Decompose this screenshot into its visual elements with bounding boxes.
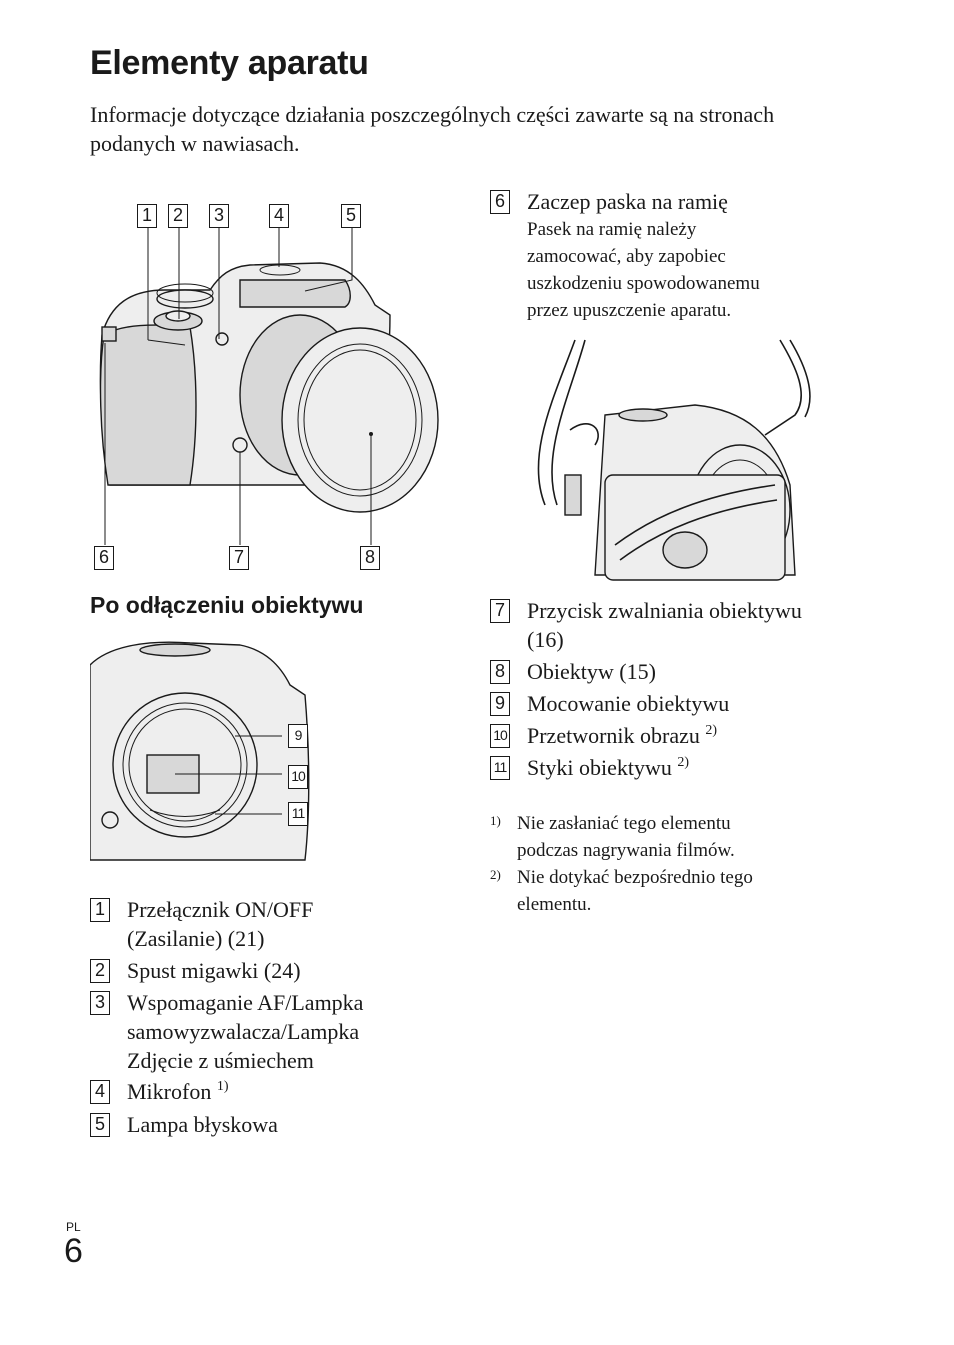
list-item-8: 8 Obiektyw (15) [490, 657, 870, 686]
item-description: uszkodzeniu spowodowanemu [527, 273, 760, 294]
item-description: przez upuszczenie aparatu. [527, 300, 732, 321]
item-text: samowyzwalacza/Lampka [127, 1019, 360, 1044]
item-text: Mocowanie obiektywu [527, 691, 730, 716]
callout-7: 7 [229, 546, 249, 570]
footnote-2: 2) Nie dotykać bezpośrednio tego element… [490, 864, 870, 918]
item-number: 3 [90, 991, 110, 1015]
item-text: Przełącznik ON/OFF [127, 897, 314, 922]
footnote-text: elementu. [517, 894, 592, 915]
item-text: Przycisk zwalniania obiektywu [527, 598, 802, 623]
item-number: 4 [90, 1080, 110, 1104]
camera-front-illustration [99, 228, 439, 545]
list-item-1: 1 Przełącznik ON/OFF (Zasilanie) (21) [90, 895, 450, 953]
footnote-1: 1) Nie zasłaniać tego elementu podczas n… [490, 810, 870, 864]
footnote-text: Nie dotykać bezpośrednio tego [517, 867, 753, 888]
strap-attachment-illustration [537, 339, 811, 581]
item-text: Zaczep paska na ramię [527, 189, 728, 214]
item-number: 1 [90, 898, 110, 922]
item-text: Spust migawki (24) [127, 958, 301, 983]
callout-8: 8 [360, 546, 380, 570]
list-item-10: 10 Przetwornik obrazu 2) [490, 721, 870, 750]
item-description: zamocować, aby zapobiec [527, 246, 726, 267]
footnote-text: Nie zasłaniać tego elementu [517, 813, 731, 834]
section-heading: Po odłączeniu obiektywu [90, 592, 364, 618]
item-text: Obiektyw (15) [527, 659, 656, 684]
item-text-wrap: Styki obiektywu 2) [527, 753, 689, 782]
footnote-mark: 1) [490, 813, 501, 828]
footnote-ref: 1) [216, 1079, 229, 1094]
page-title: Elementy aparatu [90, 44, 369, 82]
list-item-2: 2 Spust migawki (24) [90, 956, 450, 985]
item-text: Przetwornik obrazu [527, 723, 700, 748]
item-number: 9 [490, 692, 510, 716]
footnote-ref: 2) [677, 755, 690, 770]
footnote-text: podczas nagrywania filmów. [517, 840, 735, 861]
page-number: 6 [64, 1232, 83, 1270]
item-text: (16) [527, 627, 564, 652]
callout-1: 1 [137, 204, 157, 228]
list-item-4: 4 Mikrofon 1) [90, 1077, 450, 1106]
item-number: 11 [490, 756, 510, 780]
list-item-6: 6 Zaczep paska na ramię Pasek na ramię n… [490, 187, 870, 327]
footnote-ref: 2) [705, 723, 718, 738]
item-number: 8 [490, 660, 510, 684]
item-number: 6 [490, 190, 510, 214]
list-item-9: 9 Mocowanie obiektywu [490, 689, 870, 718]
list-item-3: 3 Wspomaganie AF/Lampka samowyzwalacza/L… [90, 988, 450, 1075]
item-number: 2 [90, 959, 110, 983]
list-item-7: 7 Przycisk zwalniania obiektywu (16) [490, 596, 870, 654]
item-text: Lampa błyskowa [127, 1112, 278, 1137]
list-item-5: 5 Lampa błyskowa [90, 1110, 450, 1139]
camera-mount-illustration [90, 641, 310, 861]
item-number: 7 [490, 599, 510, 623]
item-text-wrap: Mikrofon 1) [127, 1077, 229, 1106]
item-text: Zdjęcie z uśmiechem [127, 1048, 314, 1073]
intro-paragraph: Informacje dotyczące działania poszczegó… [90, 102, 775, 156]
list-item-11: 11 Styki obiektywu 2) [490, 753, 870, 782]
callout-3: 3 [209, 204, 229, 228]
callout-10: 10 [288, 765, 308, 789]
item-number: 5 [90, 1113, 110, 1137]
callout-11: 11 [288, 802, 308, 826]
item-text: (Zasilanie) (21) [127, 926, 265, 951]
item-text: Wspomaganie AF/Lampka [127, 990, 364, 1015]
callout-9: 9 [288, 724, 308, 748]
item-text: Mikrofon [127, 1079, 212, 1104]
callout-5: 5 [341, 204, 361, 228]
callout-6: 6 [94, 546, 114, 570]
callout-2: 2 [168, 204, 188, 228]
footnote-mark: 2) [490, 867, 501, 882]
item-text-wrap: Przetwornik obrazu 2) [527, 721, 717, 750]
item-number: 10 [490, 724, 510, 748]
item-description: Pasek na ramię należy [527, 219, 697, 240]
language-code: PL [66, 1220, 81, 1234]
callout-4: 4 [269, 204, 289, 228]
item-text: Styki obiektywu [527, 755, 672, 780]
